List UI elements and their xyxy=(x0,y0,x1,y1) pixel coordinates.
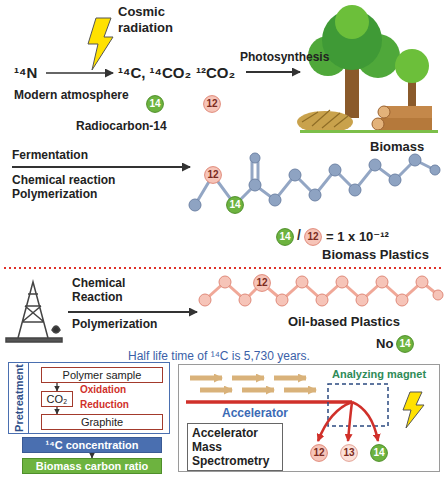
isotope-circle: 12 xyxy=(203,95,221,113)
isotope-circle: 12 xyxy=(310,444,328,462)
node-text: Pretreatment xyxy=(13,364,25,432)
arrow xyxy=(12,166,190,168)
isotope-circle: 12 xyxy=(204,166,222,184)
isotope-circle: 12 xyxy=(253,274,271,292)
node-text: Biomass carbon ratio xyxy=(36,460,148,472)
flow-arrow xyxy=(56,383,57,391)
text-label: Half life time of ¹⁴C is 5,730 years. xyxy=(128,349,310,363)
text-label: Biomass xyxy=(370,139,424,155)
arrow xyxy=(46,72,113,74)
text-label: Biomass Plastics xyxy=(322,247,429,263)
text-label: ¹⁴C, ¹⁴CO₂ xyxy=(118,64,191,82)
isotope-circle: 14 xyxy=(396,335,414,353)
node-text: 14 xyxy=(373,448,384,458)
node-text: 14 xyxy=(279,232,290,242)
node-text: 12 xyxy=(307,232,318,242)
polymer-chain xyxy=(199,276,443,306)
text-label: Cosmic radiation xyxy=(118,4,190,35)
text-label: ¹⁴N xyxy=(14,64,37,82)
text-label: Radiocarbon-14 xyxy=(76,119,167,133)
text-label: Photosynthesis xyxy=(240,50,329,64)
node-text: 12 xyxy=(207,170,218,180)
flow-arrow xyxy=(56,407,57,414)
text-label: Accelerator xyxy=(222,406,288,420)
lightning-bolt xyxy=(88,18,113,70)
pretreatment-group: Pretreatment Polymer sampleCO₂ Graphite xyxy=(8,362,170,434)
text-label: Chemical reaction Polymerization xyxy=(12,173,124,202)
text-label: ¹²CO₂ xyxy=(196,64,235,82)
process-box: CO₂ xyxy=(41,391,73,407)
node-text: 12 xyxy=(206,99,217,109)
result-box: Biomass carbon ratio xyxy=(22,458,162,474)
isotope-circle: 14 xyxy=(146,95,164,113)
text-label: Analyzing magnet xyxy=(332,368,426,381)
process-box: Graphite xyxy=(41,414,163,430)
node-text: CO₂ xyxy=(47,393,68,405)
arrow xyxy=(68,311,197,313)
edge-label: Oxidation xyxy=(80,384,126,396)
edge-label: Reduction xyxy=(80,399,129,411)
text-label: Modern atmosphere xyxy=(14,88,129,102)
isotope-circle: 12 xyxy=(304,228,322,246)
biomass-picture xyxy=(297,5,438,133)
text-label: Fermentation xyxy=(12,148,88,162)
node-text: Graphite xyxy=(81,416,123,428)
text-label: No xyxy=(376,336,393,352)
node-text: 12 xyxy=(313,448,324,458)
node-text: 14 xyxy=(399,339,410,349)
isotope-circle: 14 xyxy=(276,228,294,246)
divider xyxy=(4,267,442,269)
text-label: Polymerization xyxy=(72,317,157,331)
node-text: Accelerator Mass Spectrometry xyxy=(187,423,283,471)
oil-derrick xyxy=(6,282,62,342)
arrow xyxy=(246,71,300,73)
text-label: / xyxy=(297,227,301,244)
text-label: = 1 x 10⁻¹² xyxy=(326,229,389,245)
node-text: 12 xyxy=(256,278,267,288)
text-label: Chemical Reaction xyxy=(72,276,138,305)
node-text: 13 xyxy=(343,448,354,458)
result-box: ¹⁴C concentration xyxy=(22,437,162,453)
process-box: Polymer sample xyxy=(41,367,163,383)
node-text: ¹⁴C concentration xyxy=(46,439,139,451)
isotope-circle: 14 xyxy=(226,196,244,214)
text-label: Oil-based Plastics xyxy=(288,314,400,330)
isotope-circle: 13 xyxy=(340,444,358,462)
isotope-circle: 14 xyxy=(370,444,388,462)
node-text: 14 xyxy=(149,99,160,109)
ams-panel: Accelerator Mass Spectrometry 12 13 14 xyxy=(178,364,440,472)
node-text: Polymer sample xyxy=(63,369,142,381)
node-text: 14 xyxy=(229,200,240,210)
